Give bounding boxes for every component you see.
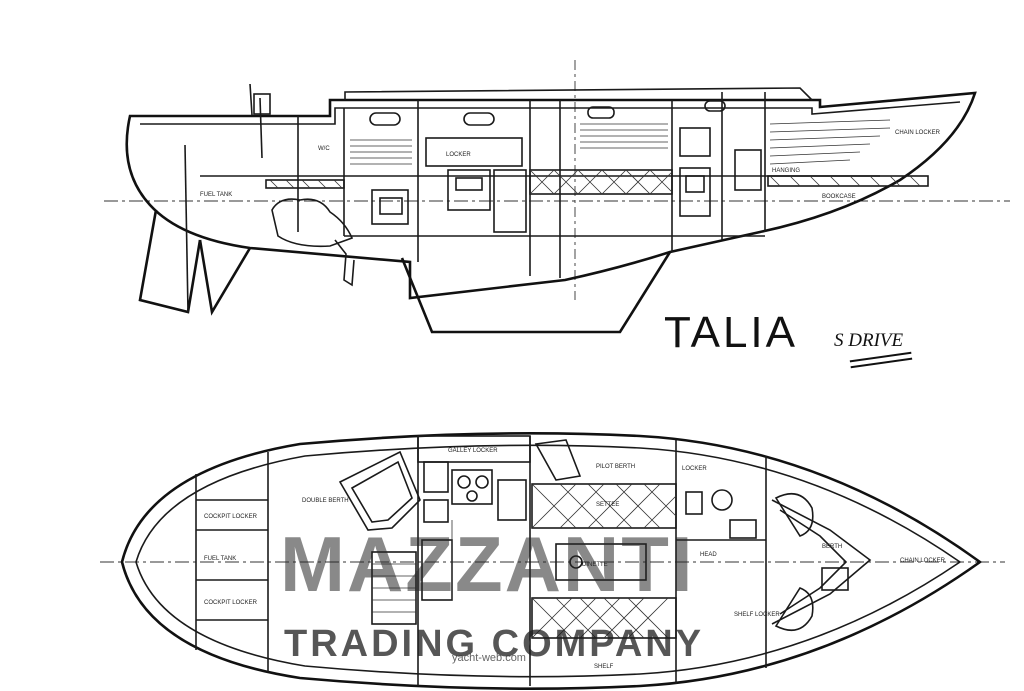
profile-winch (253, 93, 271, 115)
plan-label-cockpit-locker-1: COCKPIT LOCKER (204, 514, 258, 520)
profile-label-wc: W/C (318, 146, 330, 152)
profile-portlights (369, 100, 726, 126)
watermark-company: TRADING COMPANY (284, 623, 705, 665)
plan-label-head: HEAD (700, 552, 717, 558)
plan-label-chain-locker: CHAIN LOCKER (900, 558, 946, 564)
plan-settee-lower (531, 543, 677, 639)
plan-hull-outline (120, 432, 983, 690)
profile-keel (400, 251, 672, 334)
plan-double-berth-cushion-2 (350, 460, 413, 523)
plan-label-dinette: DINETTE (582, 562, 608, 568)
plan-label-fuel-tank: FUEL TANK (204, 556, 236, 562)
watermark-site: yacht-web.com (452, 652, 526, 664)
profile-settee-pattern (265, 169, 929, 195)
side-profile: FUEL TANK CHAIN LOCKER LOCKER W/C HANGIN… (104, 60, 1010, 334)
plan-label-shelf-locker: SHELF LOCKER (734, 612, 780, 618)
profile-label-fuel-tank: FUEL TANK (200, 192, 232, 198)
plan-bulkheads (195, 436, 767, 686)
profile-label-locker: LOCKER (446, 152, 471, 158)
plan-label-pilot-berth: PILOT BERTH (596, 464, 635, 470)
watermark-brand: MAZZANTI (280, 520, 695, 608)
plan-double-berth-cushion (338, 450, 421, 531)
drawing-title: TALIA (664, 308, 799, 357)
plan-label-cockpit-locker-2: COCKPIT LOCKER (204, 600, 258, 606)
profile-inner-deck (140, 101, 961, 125)
plan-label-berth: BERTH (822, 544, 842, 550)
profile-engine (271, 198, 354, 248)
plan-cockpit-lockers (196, 499, 268, 621)
profile-hatching (350, 119, 891, 165)
profile-galley-units (371, 127, 762, 233)
plan-label-settee: SETTEE (596, 502, 619, 508)
plan-mast (569, 555, 583, 569)
profile-label-bookcase: BOOKCASE (822, 194, 856, 200)
plan-inner-sheer (135, 444, 962, 678)
plan-label-shelf: SHELF (594, 664, 614, 670)
plan-v-berth (771, 492, 872, 632)
plan-galley (417, 435, 531, 601)
plan-view: GALLEY LOCKER PILOT BERTH DOUBLE BERTH S… (100, 432, 1005, 690)
profile-cabin-house (344, 87, 813, 101)
profile-rudder (198, 239, 252, 316)
plan-label-locker: LOCKER (682, 466, 707, 472)
profile-binnacle-2 (249, 83, 253, 116)
plan-head (676, 489, 766, 541)
plan-label-double-berth: DOUBLE BERTH (302, 498, 349, 504)
drawing-subtitle: S DRIVE (834, 330, 904, 351)
profile-bulkheads (297, 92, 766, 278)
profile-label-hanging: HANGING (772, 168, 800, 174)
profile-hull-outline (125, 91, 977, 300)
profile-skeg (138, 209, 202, 314)
profile-label-chain-locker: CHAIN LOCKER (895, 130, 941, 136)
plan-companionway (371, 551, 417, 625)
profile-rudder-stock (184, 144, 189, 313)
plan-settee-upper (531, 439, 677, 529)
profile-binnacle (259, 97, 263, 159)
plan-label-galley-locker: GALLEY LOCKER (448, 448, 498, 454)
profile-s-drive (334, 239, 355, 287)
